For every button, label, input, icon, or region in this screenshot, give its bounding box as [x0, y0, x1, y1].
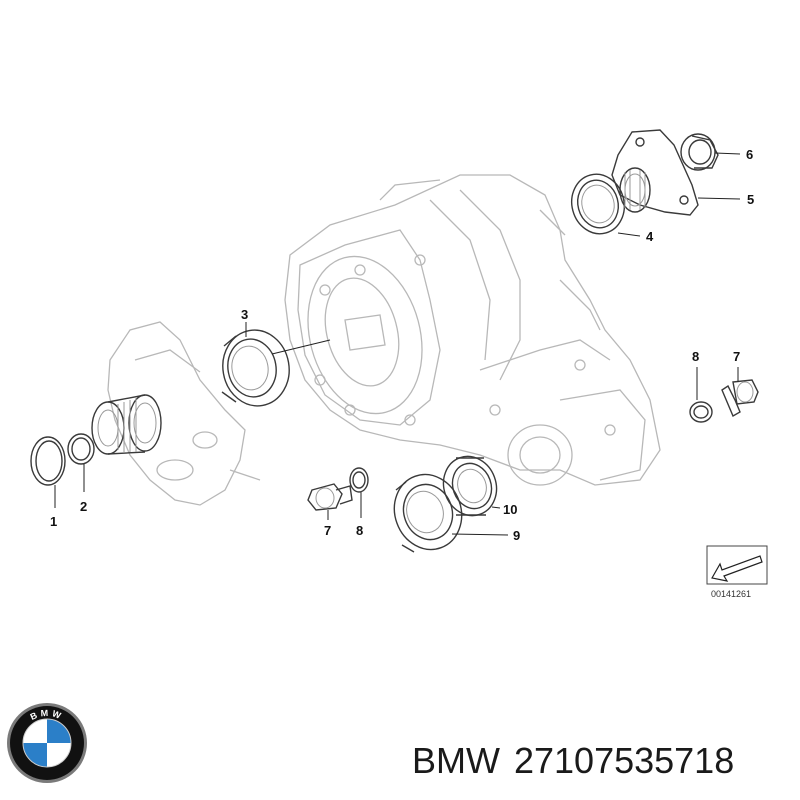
reference-box: 00141261 [706, 545, 768, 599]
part-4-seal-ring [571, 173, 625, 235]
part-7-plug-right [721, 379, 759, 417]
callout-6: 6 [746, 147, 753, 162]
part-5-flange [611, 129, 699, 216]
callout-3: 3 [241, 307, 248, 322]
left-cover-plate [107, 321, 261, 506]
callout-9: 9 [513, 528, 520, 543]
leader-5 [697, 197, 741, 200]
callout-7-left: 7 [324, 523, 331, 538]
leader-9 [451, 533, 509, 536]
leader-4 [617, 232, 641, 237]
callout-8-right: 8 [692, 349, 699, 364]
part-8-washer-right [689, 401, 713, 423]
part-number: 27107535718 [513, 740, 735, 781]
callout-4: 4 [646, 229, 654, 244]
callout-7-right: 7 [733, 349, 740, 364]
part-10-seal-sleeve [442, 455, 498, 517]
callout-8-left: 8 [356, 523, 363, 538]
part-6-cap [680, 133, 719, 171]
part-7-plug-left [307, 483, 353, 511]
bmw-logo: BMW [7, 703, 87, 783]
transfer-case-housing [284, 174, 661, 486]
callout-1: 1 [50, 514, 57, 529]
callout-5: 5 [747, 192, 754, 207]
svg-text:BMW: BMW [29, 708, 65, 722]
reference-code: 00141261 [711, 589, 751, 599]
callout-10: 10 [503, 502, 517, 517]
part-1-o-ring [30, 436, 66, 486]
brand-name: BMW [412, 740, 500, 781]
leader-10 [491, 506, 501, 509]
part-2-o-ring [67, 433, 95, 465]
part-8-washer-left [349, 467, 369, 493]
leader-6 [714, 152, 741, 155]
callout-2: 2 [80, 499, 87, 514]
arrow-icon [711, 555, 763, 582]
part-caption: BMW 27107535718 [412, 740, 792, 782]
part-3-shaft-seal [221, 329, 331, 407]
input-hub-part [91, 394, 162, 455]
